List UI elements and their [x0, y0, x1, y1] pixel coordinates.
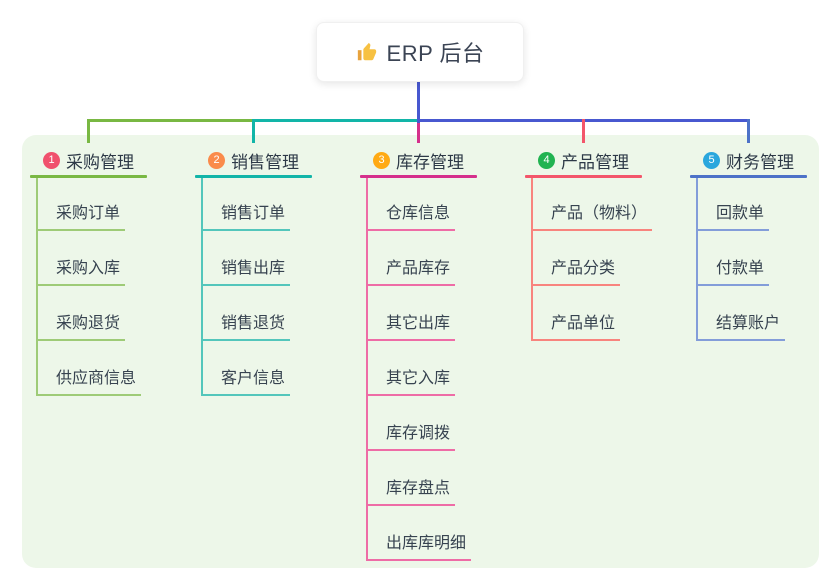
branch-node-5[interactable]: 5 财务管理: [690, 147, 807, 173]
branch-label: 产品管理: [561, 152, 629, 172]
child-node[interactable]: 销售出库: [201, 259, 291, 286]
child-node[interactable]: 销售订单: [201, 204, 291, 231]
branch-badge: 2: [208, 151, 225, 169]
child-node[interactable]: 付款单: [696, 259, 770, 286]
child-node[interactable]: 其它出库: [366, 314, 456, 341]
child-node[interactable]: 采购入库: [36, 259, 126, 286]
child-node[interactable]: 产品库存: [366, 259, 456, 286]
connector-stub-branch-3: [417, 119, 420, 143]
branch-underline: [195, 175, 312, 178]
child-node[interactable]: 采购退货: [36, 314, 126, 341]
child-node[interactable]: 其它入库: [366, 369, 456, 396]
child-node[interactable]: 出库库明细: [366, 534, 472, 561]
branch-badge: 5: [703, 151, 720, 169]
branch-badge: 4: [538, 151, 555, 169]
child-node[interactable]: 客户信息: [201, 369, 291, 396]
branch-underline: [30, 175, 147, 178]
branch-child-connector: [201, 178, 203, 396]
branch-node-2[interactable]: 2 销售管理: [195, 147, 312, 173]
branch-child-connector: [366, 178, 368, 561]
branch-underline: [360, 175, 477, 178]
thumbs-up-icon: [356, 41, 378, 63]
branch-node-3[interactable]: 3 库存管理: [360, 147, 477, 173]
branch-label: 销售管理: [231, 152, 299, 172]
child-node[interactable]: 产品分类: [531, 259, 621, 286]
root-node[interactable]: ERP 后台: [316, 22, 524, 82]
child-node[interactable]: 库存盘点: [366, 479, 456, 506]
branch-label: 库存管理: [396, 152, 464, 172]
connector-stub-branch-5: [747, 119, 750, 143]
child-node[interactable]: 库存调拨: [366, 424, 456, 451]
child-node[interactable]: 销售退货: [201, 314, 291, 341]
branch-node-1[interactable]: 1 采购管理: [30, 147, 147, 173]
child-node[interactable]: 仓库信息: [366, 204, 456, 231]
child-node[interactable]: 供应商信息: [36, 369, 142, 396]
branches-panel: [22, 135, 819, 568]
child-node[interactable]: 采购订单: [36, 204, 126, 231]
branch-underline: [690, 175, 807, 178]
connector-stub-branch-4: [582, 119, 585, 143]
child-node[interactable]: 产品单位: [531, 314, 621, 341]
child-node[interactable]: 结算账户: [696, 314, 786, 341]
branch-label: 采购管理: [66, 152, 134, 172]
branch-label: 财务管理: [726, 152, 794, 172]
child-node[interactable]: 回款单: [696, 204, 770, 231]
branch-child-connector: [531, 178, 533, 341]
branch-underline: [525, 175, 642, 178]
branch-node-4[interactable]: 4 产品管理: [525, 147, 642, 173]
branch-badge: 3: [373, 151, 390, 169]
connector-stub-branch-2: [252, 119, 255, 143]
connector-root-line: [417, 82, 420, 123]
branch-child-connector: [696, 178, 698, 341]
child-node[interactable]: 产品（物料）: [531, 204, 653, 231]
branch-child-connector: [36, 178, 38, 396]
root-node-label: ERP 后台: [386, 41, 485, 66]
connector-bus-branch-2: [252, 119, 420, 122]
connector-stub-branch-1: [87, 119, 90, 143]
branch-badge: 1: [43, 151, 60, 169]
